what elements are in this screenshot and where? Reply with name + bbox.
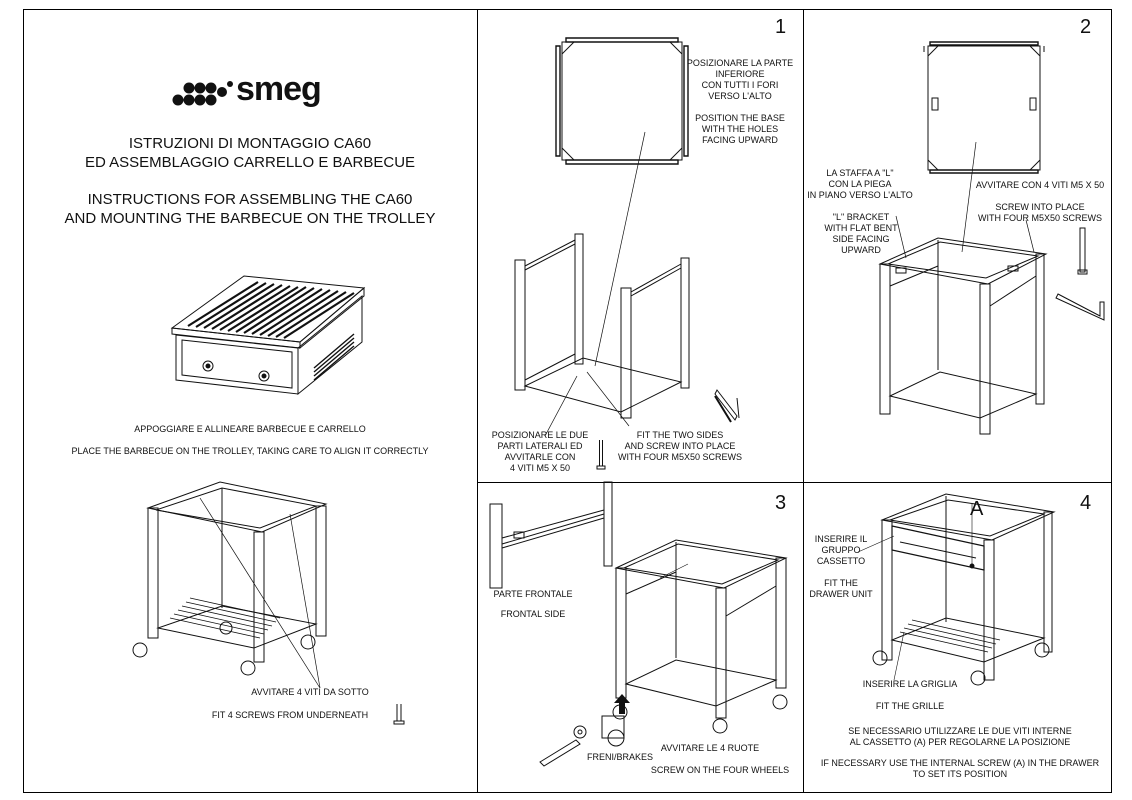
cover-place-en: PLACE THE BARBECUE ON THE TROLLEY, TAKIN… bbox=[71, 446, 429, 456]
step4-grille-it: INSERIRE LA GRIGLIA bbox=[862, 679, 958, 689]
divider-middle bbox=[803, 9, 804, 793]
m5x50-screw-icon bbox=[596, 440, 606, 470]
step3-wheels-en: SCREW ON THE FOUR WHEELS bbox=[650, 765, 790, 775]
trolley-underneath-illustration bbox=[130, 478, 350, 678]
step2-screws-it: AVVITARE CON 4 VITI M5 X 50 bbox=[975, 180, 1105, 190]
divider-left bbox=[477, 9, 478, 793]
trolley-drawer-illustration bbox=[864, 490, 1064, 690]
trolley-frame-illustration bbox=[872, 226, 1112, 426]
cover-screws-it: AVVITARE 4 VITI DA SOTTO bbox=[251, 687, 369, 697]
base-frame-illustration bbox=[552, 38, 692, 168]
divider-horizontal bbox=[477, 482, 1112, 483]
title-en-line-2: AND MOUNTING THE BARBECUE ON THE TROLLEY bbox=[64, 210, 436, 227]
screw-icon bbox=[393, 704, 405, 726]
top-frame-illustration bbox=[920, 42, 1050, 174]
trolley-wheels-illustration bbox=[608, 534, 808, 754]
cover-place-it: APPOGGIARE E ALLINEARE BARBECUE E CARREL… bbox=[134, 424, 366, 434]
arrow-up-icon bbox=[614, 694, 630, 714]
barbecue-illustration bbox=[164, 268, 384, 408]
front-rail-illustration bbox=[484, 482, 614, 592]
sheet-border bbox=[23, 9, 1112, 793]
step3-front-it: PARTE FRONTALE bbox=[493, 589, 573, 599]
title-en-line-1: INSTRUCTIONS FOR ASSEMBLING THE CA60 bbox=[87, 191, 413, 208]
step4-grille-en: FIT THE GRILLE bbox=[875, 701, 945, 711]
step-4-number: 4 bbox=[1080, 492, 1092, 514]
logo-text: smeg bbox=[236, 70, 322, 108]
step-3-number: 3 bbox=[775, 492, 787, 514]
logo-dots-icon bbox=[172, 81, 233, 106]
cover-screws-en: FIT 4 SCREWS FROM UNDERNEATH bbox=[211, 710, 369, 720]
sides-assembly-illustration bbox=[505, 226, 765, 466]
step-2-number: 2 bbox=[1080, 16, 1092, 38]
step3-brakes: FRENI/BRAKES bbox=[586, 752, 653, 762]
title-it-line-2: ED ASSEMBLAGGIO CARRELLO E BARBECUE bbox=[84, 154, 416, 171]
title-it-line-1: ISTRUZIONI DI MONTAGGIO CA60 bbox=[128, 135, 372, 152]
step-1-number: 1 bbox=[775, 16, 787, 38]
step3-front-en: FRONTAL SIDE bbox=[500, 609, 566, 619]
brake-parts-illustration bbox=[536, 712, 646, 772]
step3-wheels-it: AVVITARE LE 4 RUOTE bbox=[660, 743, 760, 753]
smeg-logo: smeg bbox=[172, 70, 332, 110]
